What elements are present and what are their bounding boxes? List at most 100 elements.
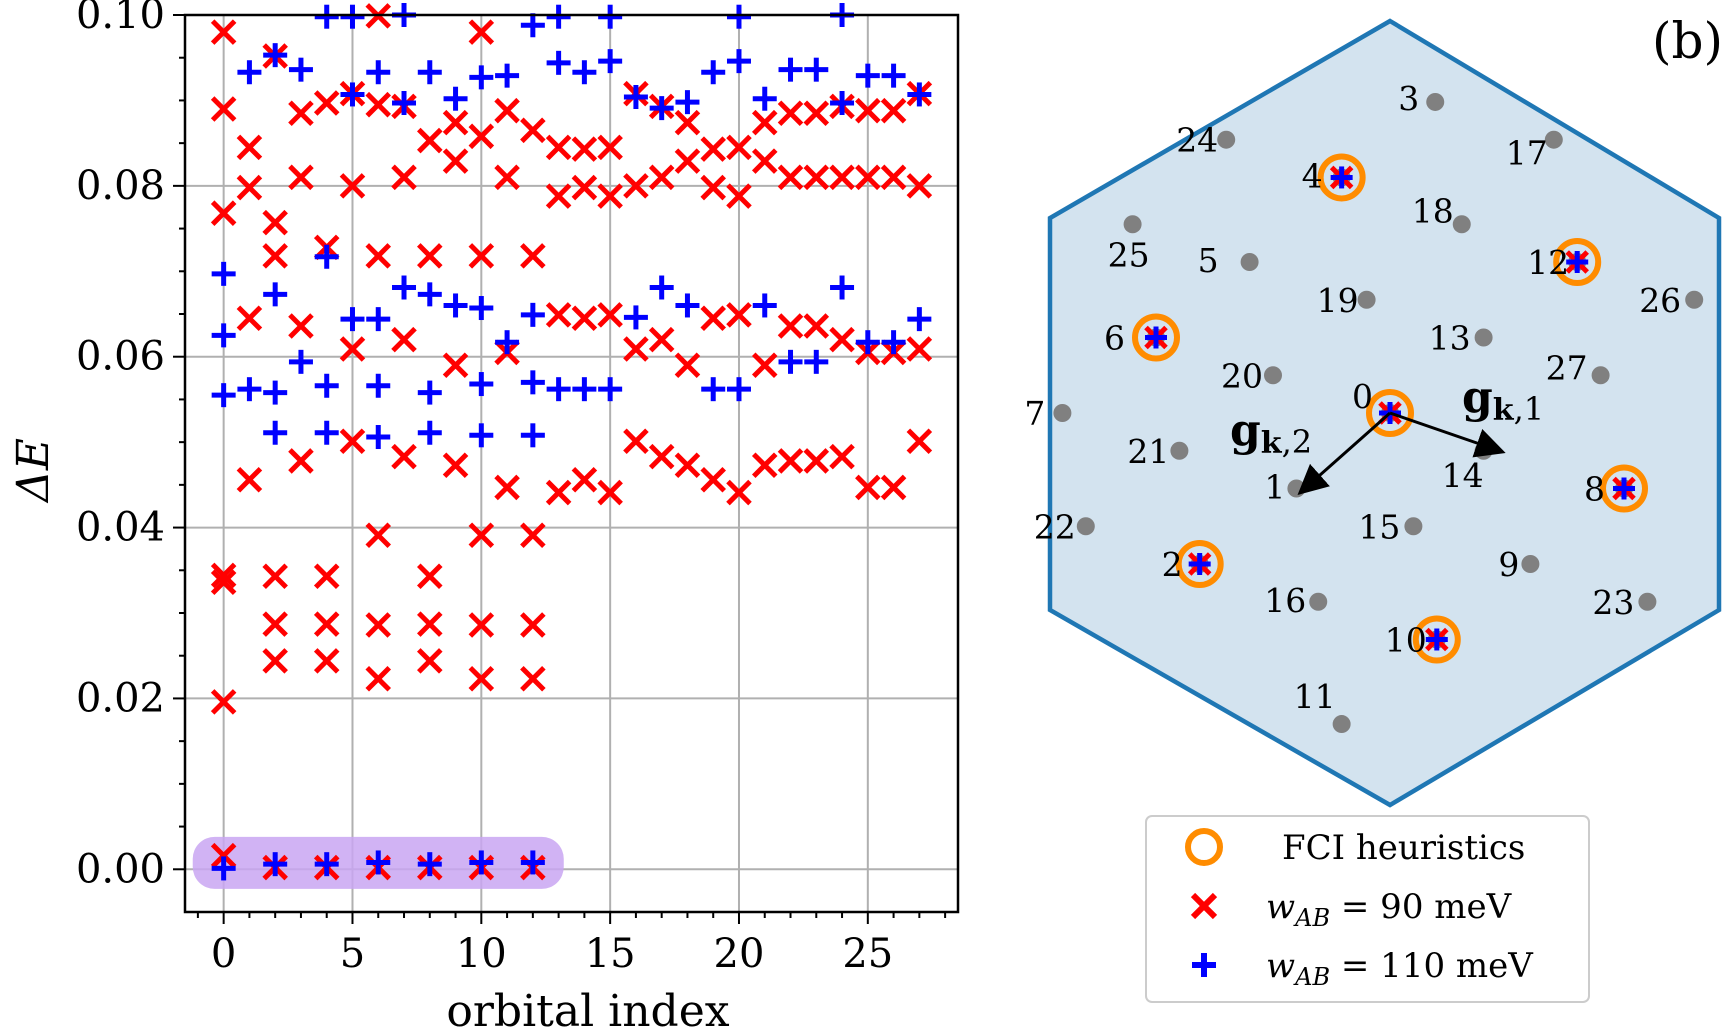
data-point-110meV <box>469 65 494 90</box>
data-point-110meV <box>366 307 391 332</box>
site-label-24: 24 <box>1176 121 1218 160</box>
data-point-110meV <box>366 425 391 450</box>
data-point-90meV <box>210 689 237 715</box>
y-tick-label: 0.08 <box>76 163 165 209</box>
data-point-110meV <box>520 302 545 327</box>
fci-circle-10 <box>1412 615 1461 664</box>
data-point-90meV <box>494 164 520 191</box>
site-dot-13 <box>1474 328 1493 347</box>
data-point-110meV <box>701 377 726 402</box>
data-point-110meV <box>263 380 288 405</box>
data-point-90meV <box>880 97 907 124</box>
fci-circle-2 <box>1175 540 1224 588</box>
data-point-90meV <box>339 336 366 362</box>
data-point-110meV <box>623 85 648 110</box>
data-point-90meV <box>803 164 830 191</box>
site-dot-3 <box>1426 92 1445 111</box>
legend-x-icon <box>1190 892 1218 920</box>
site-label-27: 27 <box>1546 348 1588 387</box>
data-point-110meV <box>469 850 494 875</box>
data-point-90meV <box>262 243 288 269</box>
data-point-90meV <box>545 183 572 209</box>
site-label-19: 19 <box>1317 281 1359 320</box>
site-dot-24 <box>1217 130 1236 149</box>
data-point-90meV <box>674 352 701 379</box>
data-point-110meV <box>495 330 520 355</box>
x-tick-label: 25 <box>842 931 893 977</box>
data-point-110meV <box>263 282 288 307</box>
data-point-110meV <box>752 293 777 318</box>
data-point-90meV <box>855 474 881 501</box>
data-point-110meV <box>314 373 339 398</box>
data-point-90meV <box>339 428 366 455</box>
data-point-90meV <box>417 243 443 269</box>
data-point-110meV <box>340 307 365 332</box>
data-point-110meV <box>417 852 442 877</box>
x-tick-label: 0 <box>211 931 236 977</box>
site-plus-6 <box>1145 326 1167 349</box>
data-point-110meV <box>752 86 777 111</box>
data-point-110meV <box>726 49 751 74</box>
data-point-110meV <box>314 4 339 29</box>
site-dot-18 <box>1452 215 1471 234</box>
data-point-110meV <box>366 373 391 398</box>
site-label-2: 2 <box>1162 545 1183 584</box>
data-point-90meV <box>339 173 366 199</box>
data-point-90meV <box>648 164 675 191</box>
data-point-90meV <box>210 562 237 589</box>
data-point-90meV <box>726 302 752 328</box>
site-label-10: 10 <box>1385 621 1427 660</box>
data-point-110meV <box>675 90 700 115</box>
data-point-110meV <box>598 377 623 402</box>
data-point-110meV <box>520 423 545 448</box>
data-point-90meV <box>262 648 288 674</box>
data-point-110meV <box>855 330 880 355</box>
data-point-90meV <box>571 466 598 493</box>
y-tick-label: 0.02 <box>76 675 165 721</box>
data-point-90meV <box>468 666 495 692</box>
data-point-110meV <box>675 293 700 318</box>
site-dot-21 <box>1170 441 1189 460</box>
legend-entry-fci: FCI heuristics <box>1282 828 1525 868</box>
data-point-90meV <box>700 174 726 201</box>
data-point-110meV <box>314 852 339 877</box>
panel-label: (b) <box>1652 12 1723 70</box>
data-point-90meV <box>906 173 933 199</box>
data-point-90meV <box>468 612 495 638</box>
data-point-90meV <box>751 452 778 478</box>
data-point-110meV <box>314 244 339 269</box>
series-110meV <box>211 3 932 881</box>
data-point-90meV <box>442 109 469 136</box>
data-point-90meV <box>855 164 881 191</box>
data-point-110meV <box>211 383 236 408</box>
data-point-110meV <box>546 377 571 402</box>
data-point-110meV <box>572 60 597 85</box>
data-point-110meV <box>546 4 571 29</box>
data-point-90meV <box>210 96 237 122</box>
data-point-90meV <box>700 136 726 162</box>
data-point-110meV <box>520 850 545 875</box>
legend-plus-icon <box>1192 953 1216 977</box>
data-point-90meV <box>520 243 546 269</box>
data-point-90meV <box>262 611 288 637</box>
data-point-110meV <box>881 330 906 355</box>
site-plus-8 <box>1613 477 1635 500</box>
data-point-110meV <box>366 60 391 85</box>
data-point-90meV <box>597 183 623 209</box>
data-point-90meV <box>236 466 263 493</box>
site-label-9: 9 <box>1498 545 1519 584</box>
data-point-110meV <box>211 323 236 348</box>
legend-entry-90meV: wAB = 90 meV <box>1266 887 1513 932</box>
x-axis-label: orbital index <box>446 986 729 1033</box>
data-point-110meV <box>520 370 545 395</box>
data-point-90meV <box>545 302 572 328</box>
data-point-90meV <box>520 117 546 144</box>
data-point-90meV <box>597 479 623 506</box>
data-point-90meV <box>751 352 778 379</box>
data-point-110meV <box>572 377 597 402</box>
data-point-110meV <box>237 377 262 402</box>
data-point-110meV <box>855 63 880 88</box>
site-dot-16 <box>1309 592 1328 611</box>
data-point-90meV <box>829 443 855 470</box>
data-point-110meV <box>288 349 313 374</box>
